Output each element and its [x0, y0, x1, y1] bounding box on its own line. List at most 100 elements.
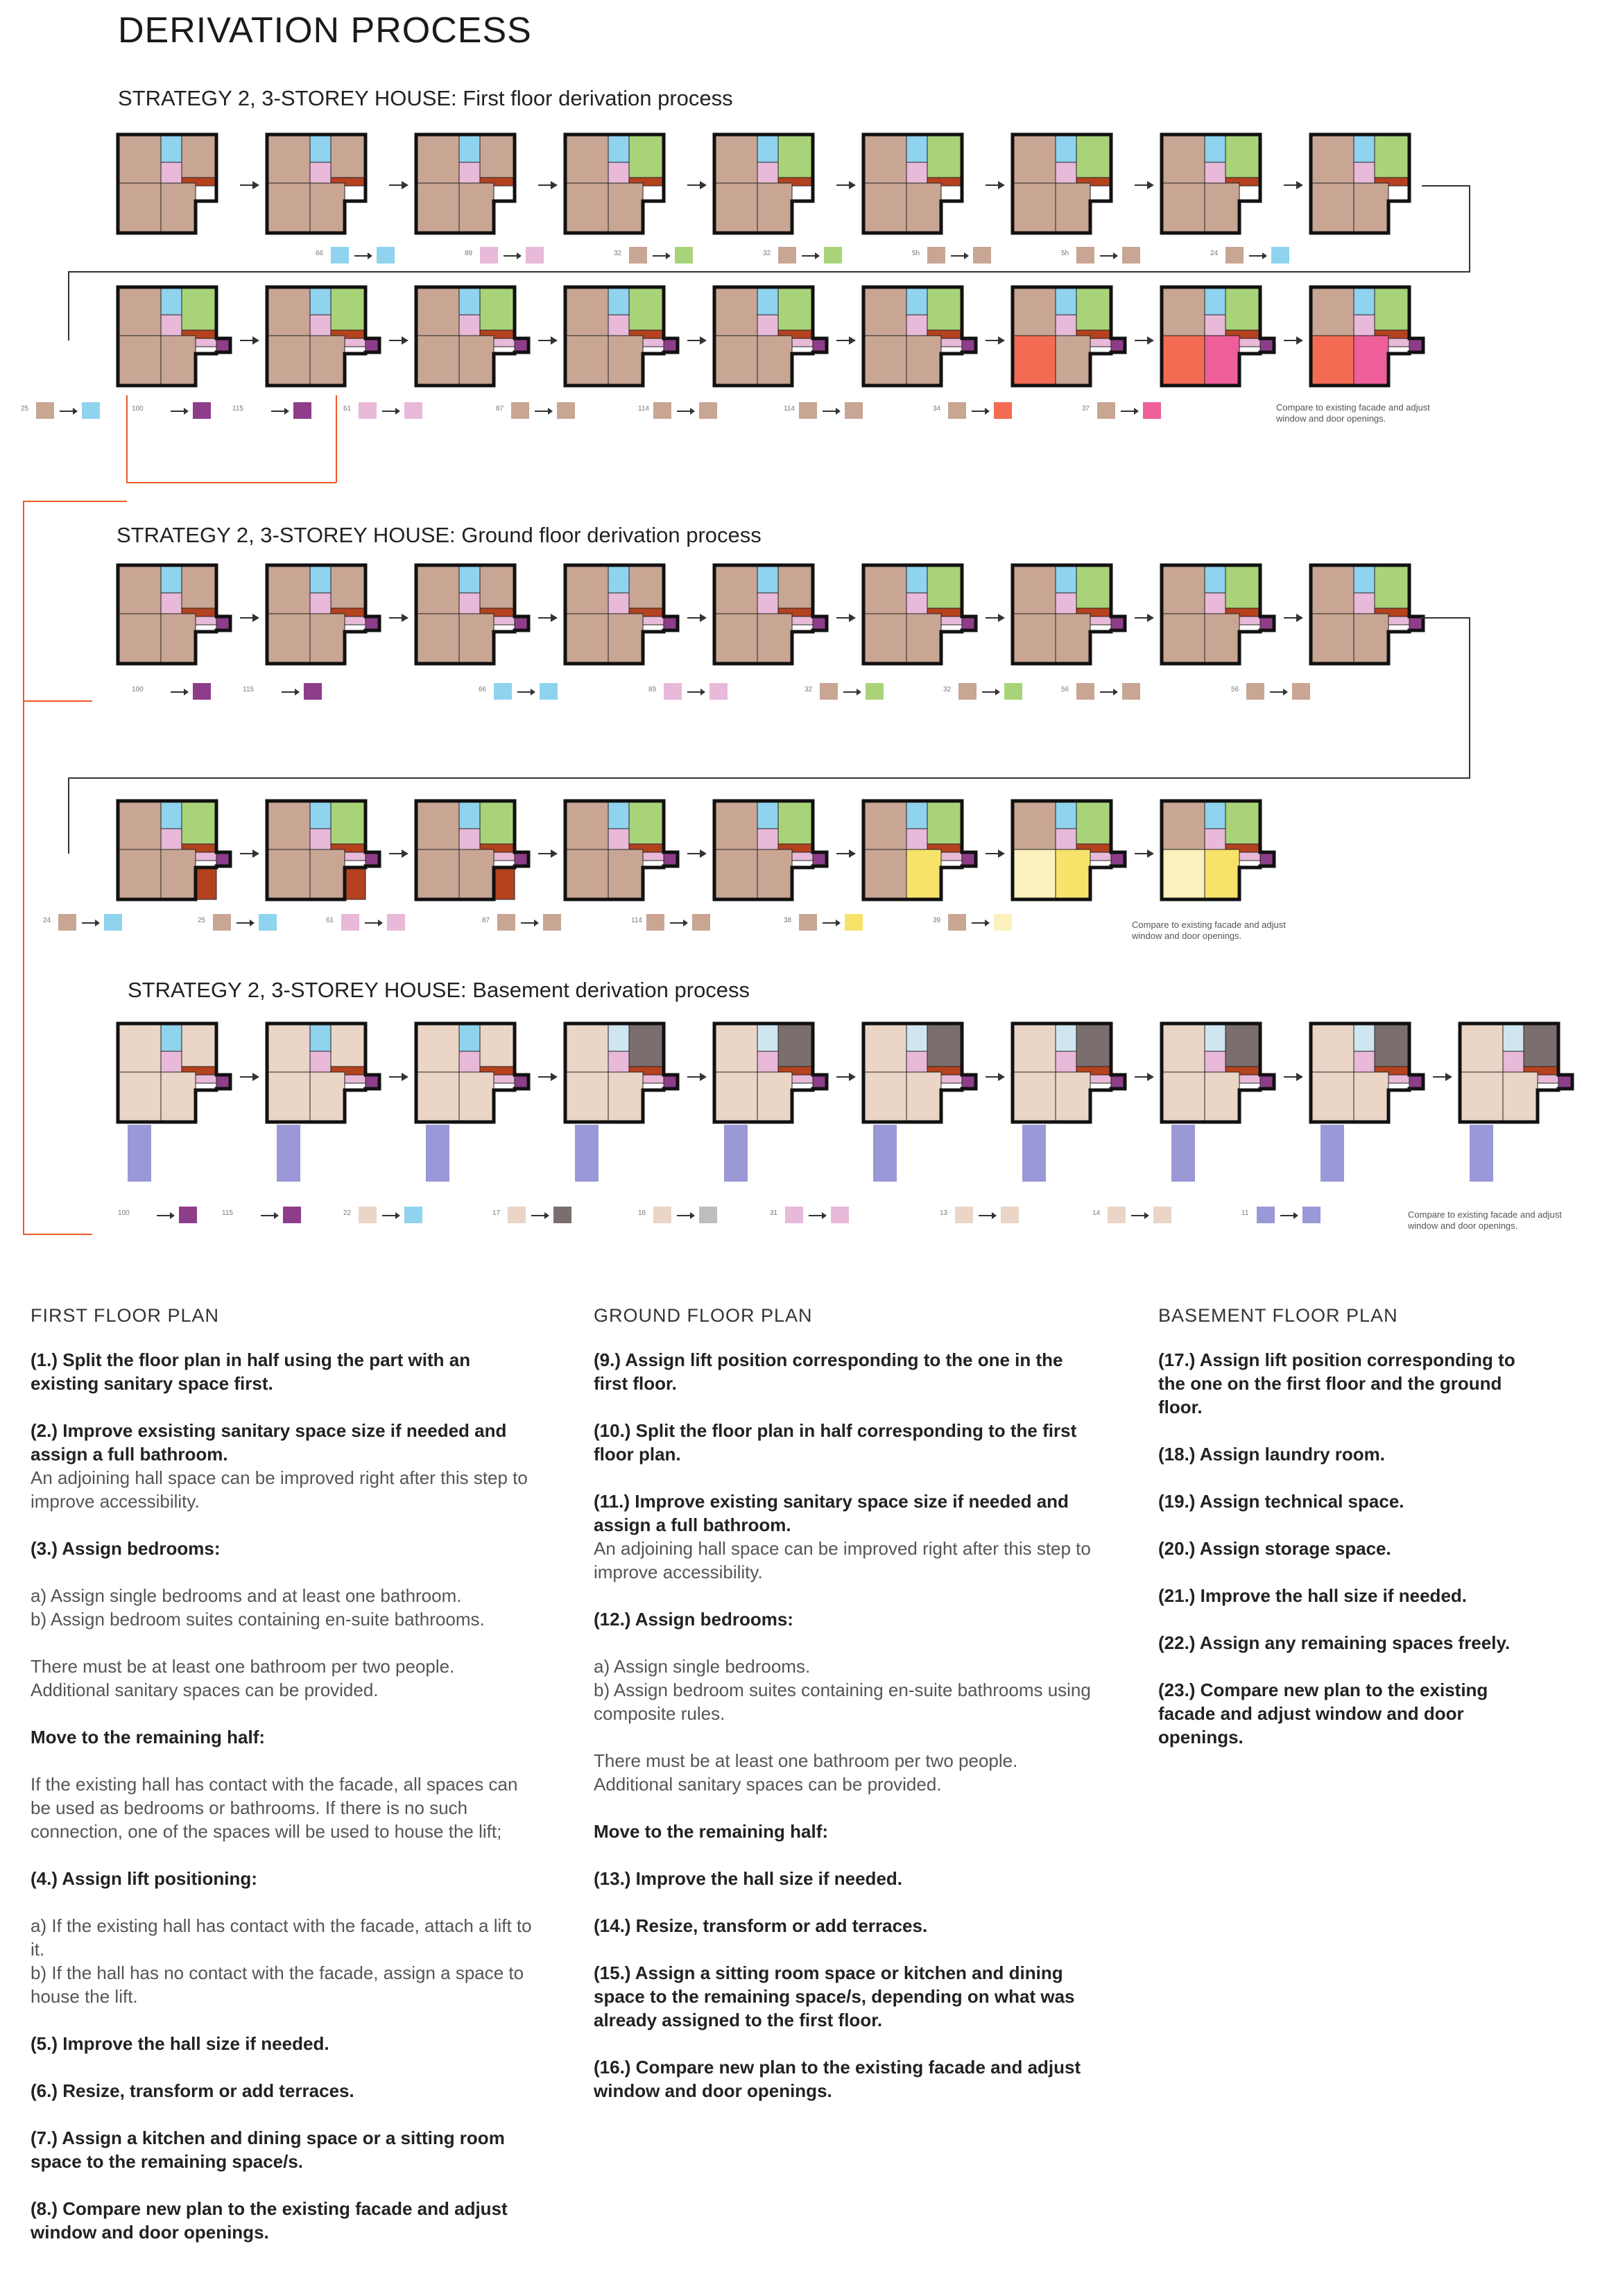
- rule-arrow: [1121, 408, 1139, 415]
- room-sanitary: [1353, 134, 1375, 163]
- room-hall: [1055, 592, 1077, 614]
- room-corridor: [1239, 1074, 1261, 1084]
- rule-before: [1246, 683, 1264, 700]
- rule-number: 32: [805, 686, 813, 693]
- room-top-right: [330, 800, 366, 845]
- room-top-left: [1310, 564, 1354, 614]
- room-bottom-right: [608, 182, 644, 234]
- room-hall: [906, 314, 928, 336]
- rule-number: 38: [784, 917, 792, 924]
- rule-arrow: [354, 252, 372, 259]
- rule-transform: 115: [232, 402, 316, 420]
- floor-plan-diagram: [712, 563, 829, 666]
- room-bottom-right: [608, 1071, 644, 1123]
- rule-after: [259, 914, 277, 931]
- first-floor-step: (6.) Resize, transform or add terraces.: [31, 2079, 537, 2103]
- room-bottom-right: [757, 849, 793, 900]
- room-top-right: [777, 1023, 814, 1067]
- room-sanitary: [1204, 564, 1226, 594]
- step-title: (20.) Assign storage space.: [1158, 1538, 1391, 1559]
- rule-transform: 37: [1082, 402, 1165, 420]
- room-lift: [1409, 616, 1424, 631]
- rule-arrow: [157, 1212, 175, 1219]
- rule-number: 87: [482, 917, 490, 924]
- rule-before: [664, 683, 682, 700]
- step-title: (8.) Compare new plan to the existing fa…: [31, 2198, 508, 2243]
- room-top-left: [714, 564, 758, 614]
- rule-after: [404, 402, 422, 419]
- floor-plan-diagram: [116, 132, 218, 235]
- room-bottom-right: [160, 849, 196, 900]
- rule-arrow: [972, 920, 990, 926]
- rule-after: [699, 402, 717, 419]
- first-floor-step: (4.) Assign lift positioning:: [31, 1867, 537, 1890]
- room-bottom-left: [117, 335, 162, 386]
- room-corridor: [1239, 616, 1261, 625]
- ground-floor-section-title: STRATEGY 2, 3-STOREY HOUSE: Ground floor…: [117, 523, 762, 547]
- room-hall: [1204, 1051, 1226, 1073]
- rule-after: [1122, 247, 1140, 264]
- room-sanitary: [906, 564, 928, 594]
- rule-arrow: [972, 408, 990, 415]
- room-bottom-right: [309, 613, 345, 664]
- room-corridor: [791, 616, 814, 625]
- room-top-right: [330, 1023, 366, 1067]
- room-bottom-left: [117, 613, 162, 664]
- room-top-left: [415, 134, 460, 184]
- rule-before: [646, 914, 664, 931]
- floor-plan-diagram: [563, 563, 680, 666]
- rule-arrow: [171, 408, 189, 415]
- room-bottom-right: [458, 613, 494, 664]
- room-bottom-right: [160, 1071, 196, 1123]
- floor-plan-diagram: [712, 132, 815, 235]
- room-bottom-left: [117, 1071, 162, 1123]
- first-floor-step: (8.) Compare new plan to the existing fa…: [31, 2197, 537, 2244]
- step-arrow: [1284, 336, 1303, 345]
- rule-number: 24: [1210, 250, 1219, 257]
- rule-arrow: [823, 920, 841, 926]
- first-floor-section-title: STRATEGY 2, 3-STOREY HOUSE: First floor …: [118, 86, 733, 110]
- rule-arrow: [1280, 1212, 1298, 1219]
- rule-after: [824, 247, 842, 264]
- room-bottom-right: [1055, 1071, 1091, 1123]
- step-title: (12.) Assign bedrooms:: [594, 1609, 793, 1630]
- room-lift: [812, 1074, 827, 1089]
- rule-after: [1122, 683, 1140, 700]
- room-lift: [1409, 1074, 1424, 1089]
- storage-block: [873, 1125, 897, 1182]
- floor-plan-diagram: [861, 799, 978, 901]
- room-hall: [1353, 162, 1375, 184]
- lift-reference-line: [23, 1234, 92, 1235]
- room-lift: [1259, 1074, 1275, 1089]
- rule-transform: 66: [316, 247, 399, 265]
- room-corridor: [791, 338, 814, 347]
- step-title: (16.) Compare new plan to the existing f…: [594, 2057, 1081, 2101]
- ground-floor-step: (9.) Assign lift position corresponding …: [594, 1348, 1100, 1395]
- room-bottom-right: [906, 849, 942, 900]
- step-arrow: [1284, 1073, 1303, 1081]
- first-floor-step: Move to the remaining half:: [31, 1725, 537, 1749]
- room-bottom-right: [906, 182, 942, 234]
- step-title: (2.) Improve exsisting sanitary space si…: [31, 1420, 507, 1465]
- plan-outline: [414, 1021, 531, 1124]
- room-hall: [1353, 592, 1375, 614]
- room-bottom-left: [117, 849, 162, 900]
- room-bottom-right: [1353, 1071, 1389, 1123]
- step-title: (3.) Assign bedrooms:: [31, 1538, 221, 1559]
- step-arrow: [986, 181, 1005, 189]
- room-top-right: [1374, 286, 1410, 331]
- first-floor-step: (1.) Split the floor plan in half using …: [31, 1348, 537, 1395]
- room-sanitary: [1353, 286, 1375, 316]
- rule-arrow: [382, 1212, 400, 1219]
- room-corridor: [642, 852, 664, 861]
- room-lift: [216, 852, 231, 867]
- room-lift: [663, 616, 678, 631]
- rule-transform: 56: [1231, 683, 1314, 701]
- room-hall: [160, 314, 182, 336]
- room-top-left: [863, 564, 907, 614]
- plan-outline: [116, 799, 232, 901]
- room-bottom-left: [1161, 613, 1205, 664]
- room-hall: [906, 1051, 928, 1073]
- room-corridor: [1537, 1074, 1559, 1084]
- room-bottom-left: [1459, 1071, 1504, 1123]
